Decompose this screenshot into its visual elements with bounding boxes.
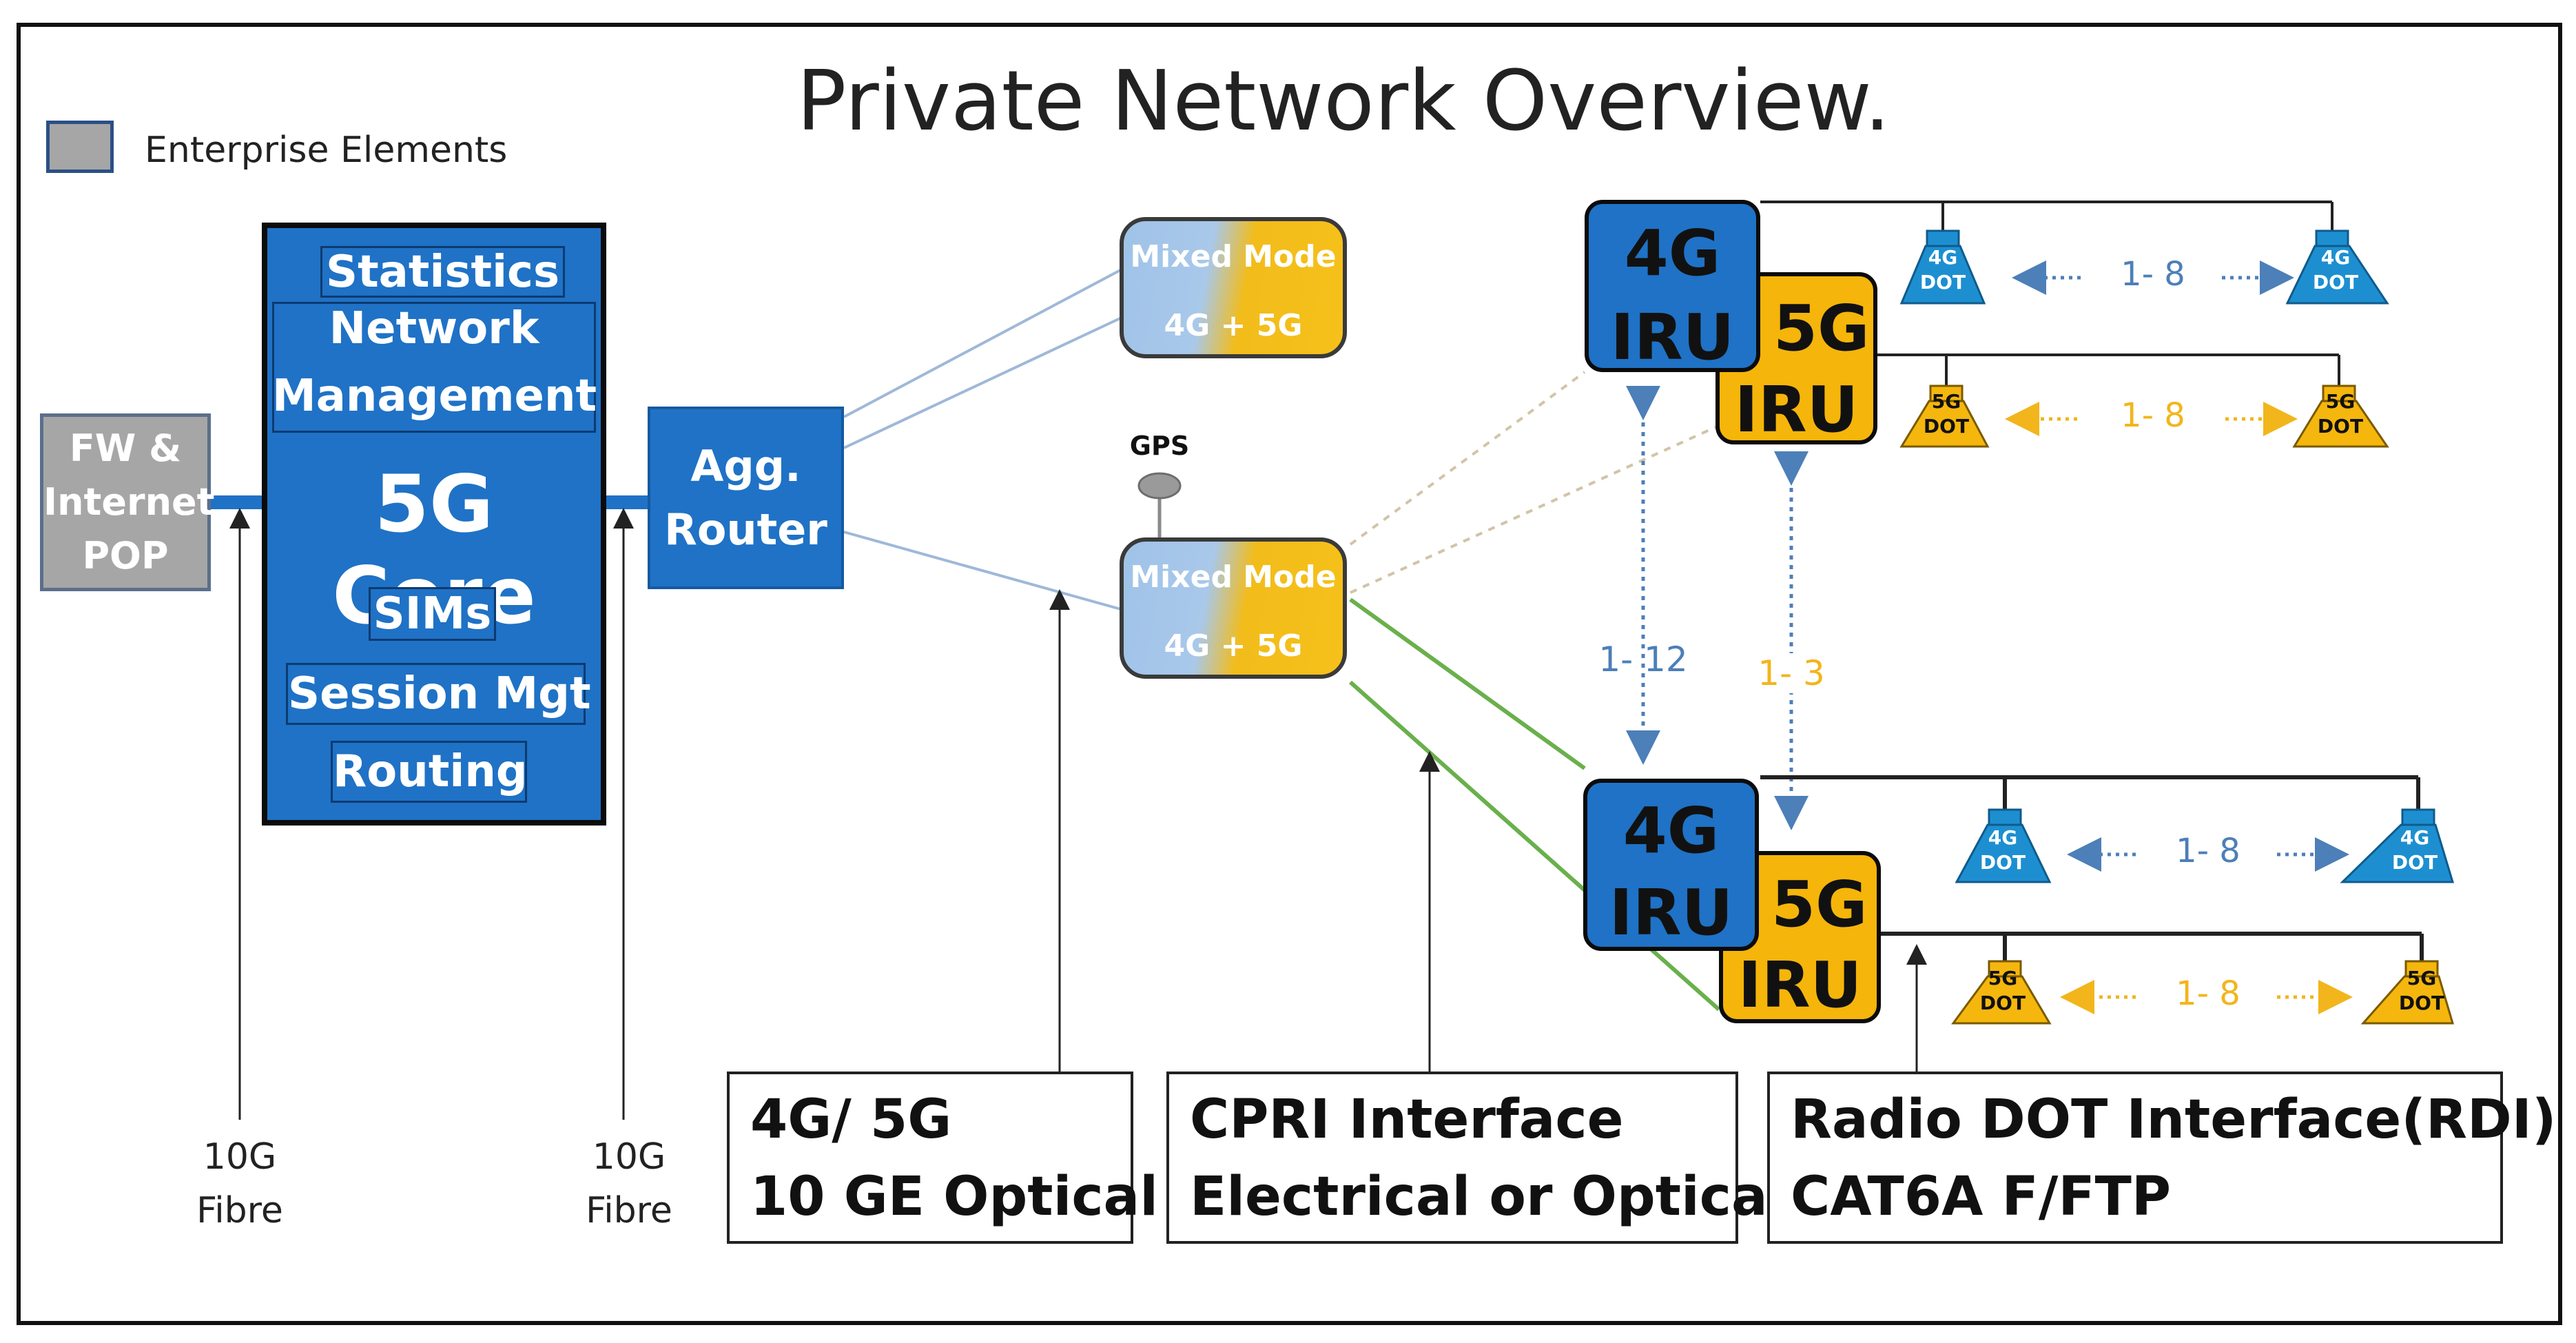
dot-range-4g-top: 1- 8 [2121,255,2185,294]
dot-5g-top-right-icon [2292,385,2389,448]
iru-bottom-5g-label: 5G [1771,868,1868,941]
iru-top-5g-label: 5G [1773,291,1870,365]
fibre-right-line1: 10G [592,1136,666,1178]
iru-bottom-4g-iru: IRU [1609,876,1733,950]
dot-range-5g-top: 1- 8 [2121,396,2185,435]
dot-word: DOT [2391,851,2438,874]
link-count-4g: 1- 12 [1598,639,1688,679]
fw-line2: Internet [43,480,215,524]
info-cpri-line2: Electrical or Optical [1190,1166,1786,1228]
iru-top-4g-label: 4G [1624,216,1721,290]
link-router-mixed-top-b [843,316,1124,449]
dot-4g-top-right-icon [2285,229,2389,305]
iru-top-4g-iru: IRU [1610,300,1735,374]
core-statistics: Statistics [320,246,565,298]
fw-internet-pop-node: FW & Internet POP [40,413,215,591]
diagram-title: Private Network Overview. [796,54,1890,150]
link-router-mixed-bottom [843,531,1124,611]
dot-word: DOT [2312,271,2359,294]
fibre-right-line2: Fibre [586,1190,672,1231]
dot-g: 5G [2325,390,2356,413]
dot-4g-bottom-right-icon [2340,808,2455,883]
dot-4g-bottom-left-icon [1955,808,2052,883]
router-line1: Agg. [690,440,801,491]
fibre-left-line2: Fibre [196,1190,283,1231]
info-fronthaul-line2: 10 GE Optical [750,1166,1158,1228]
dot-g: 5G [1988,967,2018,990]
dot-word: DOT [1979,851,2026,874]
dot-g: 5G [1931,390,1961,413]
dot-word: DOT [1923,415,1970,438]
dot-g: 4G [2320,246,2351,269]
mixed-mode-unit-top: Mixed Mode 4G + 5G [1120,217,1347,358]
link-mixed-iru-bottom-4g [1349,597,1586,770]
fibre-label-left: 10G Fibre [157,1130,322,1238]
core-management: Management [272,371,597,422]
info-rdi-line2: CAT6A F/FTP [1791,1166,2171,1228]
core-sims: SIMs [369,587,496,641]
dot-word: DOT [2317,415,2364,438]
gps-antenna [1137,472,1182,500]
agg-router-node: Agg. Router [648,407,844,589]
core-session-mgt: Session Mgt [286,663,591,725]
dot-4g-top-left-icon [1899,229,1986,305]
dot-label-4g-bottom-right: 4G DOT [2384,826,2446,875]
iru-4g-top: 4G IRU [1585,200,1760,374]
fw-line3: POP [82,534,169,577]
mixed-top-line2: 4G + 5G [1164,308,1303,343]
dot-word: DOT [2398,992,2445,1014]
dot-range-4g-bottom: 1- 8 [2176,832,2240,870]
info-box-cpri: CPRI Interface Electrical or Optical [1166,1072,1786,1244]
info-box-fronthaul: 4G/ 5G 10 GE Optical [727,1072,1158,1244]
info-box-rdi: Radio DOT Interface(RDI) CAT6A F/FTP [1767,1072,2557,1244]
dot-label-4g-bottom-left: 4G DOT [1972,826,2034,875]
mixed-bottom-line2: 4G + 5G [1164,628,1303,664]
mixed-top-line1: Mixed Mode [1130,239,1337,274]
dot-label-5g-bottom-right: 5G DOT [2391,966,2453,1016]
link-count-5g: 1- 3 [1750,653,1833,693]
dot-label-5g-top-left: 5G DOT [1915,389,1977,439]
core-routing: Routing [331,741,528,803]
iru-top-5g-iru: IRU [1734,373,1859,447]
dot-word: DOT [1979,992,2026,1014]
dot-g: 4G [1928,246,1958,269]
dot-label-5g-top-right: 5G DOT [2309,389,2371,439]
link-router-mixed-top-a [843,267,1124,418]
iru-4g-bottom: 4G IRU [1583,779,1759,951]
router-line2: Router [664,504,827,555]
link-mixed-iru-bottom-5g [1349,680,1720,1012]
dot-label-4g-top-left: 4G DOT [1912,245,1974,295]
dot-g: 5G [2407,967,2437,990]
dot-5g-top-left-icon [1899,385,1990,448]
info-fronthaul-line1: 4G/ 5G [750,1089,952,1151]
dot-5g-bottom-left-icon [1951,960,2052,1025]
info-rdi-line1: Radio DOT Interface(RDI) [1791,1089,2557,1151]
dot-label-5g-bottom-left: 5G DOT [1972,966,2034,1016]
iru-5g-top: 5G IRU [1715,272,1877,447]
iru-bottom-4g-label: 4G [1622,794,1720,868]
info-cpri-line1: CPRI Interface [1190,1089,1624,1151]
legend-swatch [46,121,114,173]
dot-range-5g-bottom: 1- 8 [2176,974,2240,1013]
dot-g: 4G [2400,826,2430,849]
fibre-label-right: 10G Fibre [546,1130,712,1238]
dot-g: 4G [1988,826,2018,849]
dot-5g-bottom-right-icon [2360,960,2455,1025]
dot-word: DOT [1919,271,1966,294]
core-network: Network [329,303,539,354]
core-network-management-box [272,302,596,433]
mixed-bottom-line1: Mixed Mode [1130,560,1337,595]
dot-label-4g-top-right: 4G DOT [2305,245,2367,295]
mixed-mode-unit-bottom: Mixed Mode 4G + 5G [1120,537,1347,679]
fibre-left-line1: 10G [203,1136,277,1178]
iru-bottom-5g-iru: IRU [1738,948,1862,1022]
fw-line1: FW & [69,427,182,470]
diagram-frame [17,23,2562,1325]
gps-label: GPS [1129,431,1190,461]
legend-label: Enterprise Elements [145,130,508,171]
